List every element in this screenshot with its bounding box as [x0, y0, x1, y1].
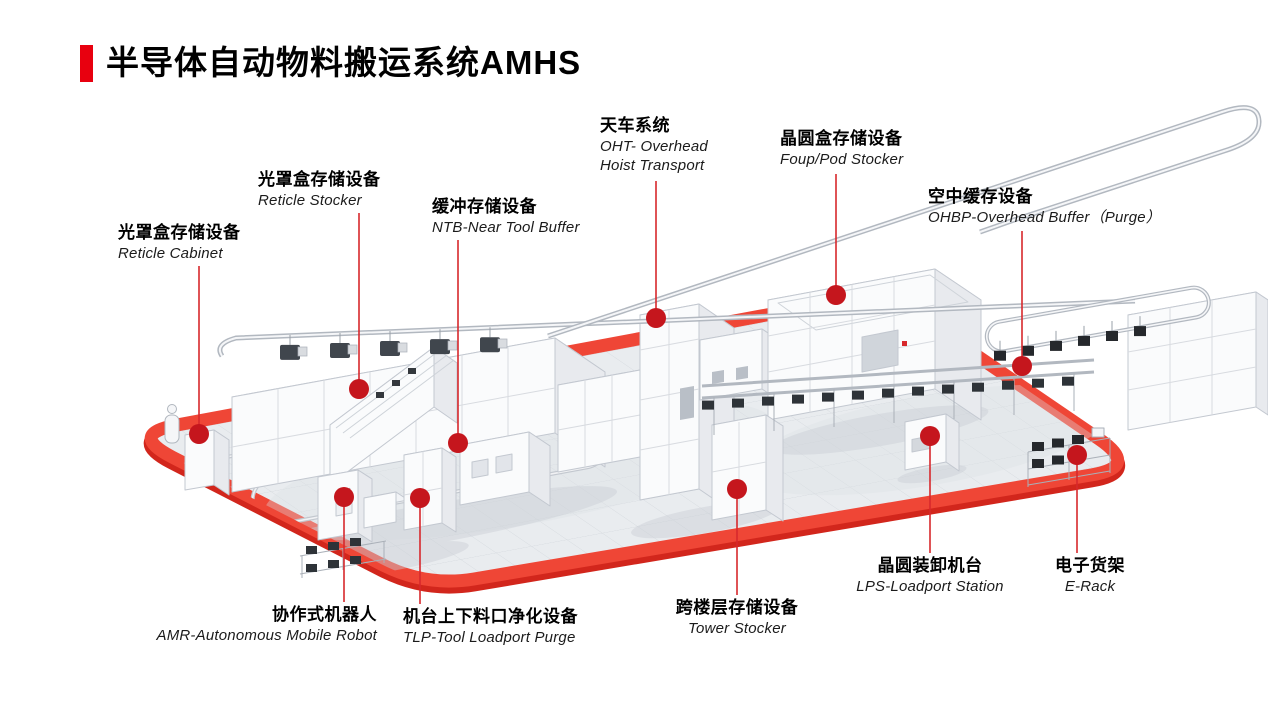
callout-reticle-cabinet-en: Reticle Cabinet [118, 245, 223, 262]
marker-reticle-stocker [349, 379, 369, 399]
marker-tower-stocker [727, 479, 747, 499]
marker-reticle-cabinet [189, 424, 209, 444]
callout-foup-en: Foup/Pod Stocker [780, 151, 904, 168]
callout-ohbp: 空中缓存设备 OHBP-Overhead Buffer（Purge） [928, 186, 1161, 227]
callout-reticle-cabinet: 光罩盒存储设备 Reticle Cabinet [118, 222, 241, 263]
callout-lps-cn: 晶圆装卸机台 [877, 556, 983, 575]
page-header: 半导体自动物料搬运系统AMHS [80, 44, 581, 82]
marker-ohbp [1012, 356, 1032, 376]
ohbp-buffer-loop [984, 285, 1211, 361]
callout-tower-cn: 跨楼层存储设备 [675, 598, 799, 617]
marker-oht [646, 308, 666, 328]
callout-lps-en: LPS-Loadport Station [856, 578, 1004, 595]
callout-tower-en: Tower Stocker [688, 620, 786, 637]
reticle-stocker-building [329, 346, 458, 486]
central-hall-building [557, 369, 665, 473]
leader-lines [198, 174, 1078, 604]
e-rack [1027, 427, 1111, 487]
callout-ntb-cn: 缓冲存储设备 [432, 197, 537, 216]
callout-oht-cn: 天车系统 [600, 116, 670, 135]
callout-reticle-stocker: 光罩盒存储设备 Reticle Stocker [258, 169, 381, 210]
callout-reticle-stocker-cn: 光罩盒存储设备 [258, 170, 381, 189]
callout-amr-cn: 协作式机器人 [272, 605, 377, 624]
marker-foup-stocker [826, 285, 846, 305]
page-title: 半导体自动物料搬运系统AMHS [106, 44, 582, 81]
callout-reticle-cabinet-cn: 光罩盒存储设备 [118, 223, 241, 242]
foup-shelf [299, 538, 387, 578]
marker-tlp [410, 488, 430, 508]
amr-tlp-cluster [317, 447, 457, 543]
callout-oht: 天车系统 OHT- Overhead Hoist Transport [600, 115, 708, 175]
callout-ohbp-cn: 空中缓存设备 [928, 187, 1033, 206]
right-stocker-building [1127, 291, 1268, 431]
tower-stocker-building [711, 414, 784, 522]
oht-vehicles [280, 327, 508, 360]
callout-ohbp-en: OHBP-Overhead Buffer（Purge） [928, 209, 1161, 226]
marker-ntb [448, 433, 468, 453]
operator-figure [164, 404, 180, 444]
marker-amr [334, 487, 354, 507]
callout-ntb-en: NTB-Near Tool Buffer [432, 219, 580, 236]
callout-lps: 晶圆装卸机台 LPS-Loadport Station [845, 555, 1015, 596]
callout-reticle-stocker-en: Reticle Stocker [258, 192, 362, 209]
callout-oht-en2: Hoist Transport [600, 157, 705, 174]
callout-amr: 协作式机器人 AMR-Autonomous Mobile Robot [140, 604, 377, 645]
ntb-cabinet [459, 431, 551, 507]
callout-tlp: 机台上下料口净化设备 TLP-Tool Loadport Purge [403, 606, 578, 647]
title-accent-bar [80, 44, 93, 82]
callout-amr-en: AMR-Autonomous Mobile Robot [156, 627, 377, 644]
callout-tlp-en: TLP-Tool Loadport Purge [403, 629, 576, 646]
callout-tower-stocker: 跨楼层存储设备 Tower Stocker [657, 597, 817, 638]
callout-erack: 电子货架 E-Rack [1010, 555, 1170, 596]
callout-foup-cn: 晶圆盒存储设备 [780, 129, 903, 148]
callout-erack-cn: 电子货架 [1055, 556, 1125, 575]
callout-ntb: 缓冲存储设备 NTB-Near Tool Buffer [432, 196, 580, 237]
callout-oht-en1: OHT- Overhead [600, 138, 708, 155]
callout-erack-en: E-Rack [1064, 578, 1116, 595]
oht-rail-network [217, 105, 1262, 358]
marker-erack [1067, 445, 1087, 465]
marker-lps [920, 426, 940, 446]
callout-tlp-cn: 机台上下料口净化设备 [403, 607, 578, 626]
callout-foup-stocker: 晶圆盒存储设备 Foup/Pod Stocker [780, 128, 903, 169]
callout-markers [189, 285, 1087, 508]
